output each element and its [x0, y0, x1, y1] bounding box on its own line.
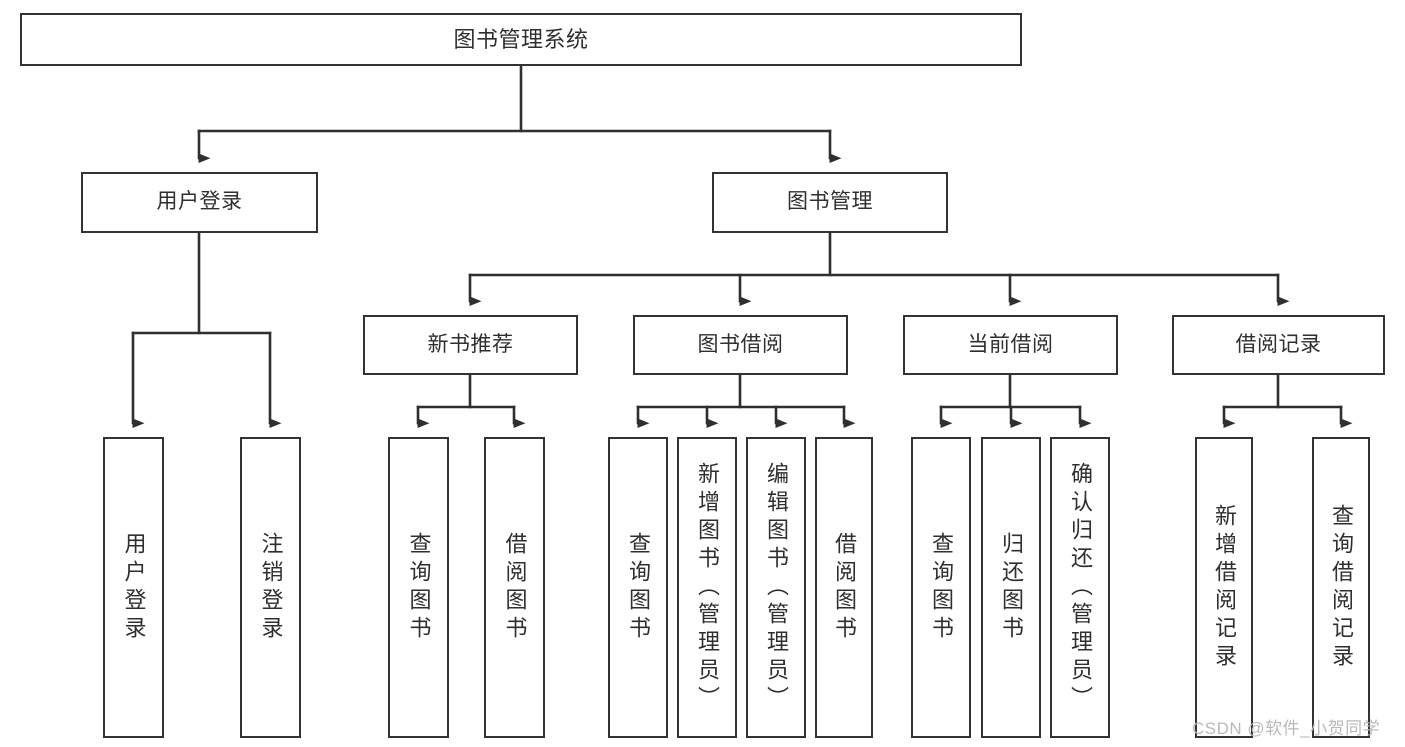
node-label: 注销登录 [258, 531, 284, 644]
node-label: 查询图书 [626, 531, 651, 644]
leaf-logout-login[interactable]: 注销登录 [240, 437, 301, 738]
node-book-borrow[interactable]: 图书借阅 [633, 315, 848, 375]
node-user-login[interactable]: 用户登录 [81, 172, 318, 233]
leaf-edit-book-admin[interactable]: 编辑图书（管理员） [746, 437, 806, 738]
node-label: 新增图书（管理员） [695, 461, 720, 714]
leaf-query-borrow-record[interactable]: 查询借阅记录 [1312, 437, 1370, 738]
csdn-watermark: CSDN @软件_小贺同学 [1192, 719, 1381, 738]
node-label: 查询借阅记录 [1329, 503, 1354, 672]
leaf-borrow-book[interactable]: 借阅图书 [815, 437, 873, 738]
leaf-add-book-admin[interactable]: 新增图书（管理员） [677, 437, 737, 738]
node-book-management[interactable]: 图书管理 [712, 172, 948, 233]
node-label: 确认归还（管理员） [1068, 461, 1093, 714]
node-label: 编辑图书（管理员） [764, 461, 789, 714]
node-label: 查询图书 [406, 531, 432, 644]
node-label: 查询图书 [929, 531, 954, 644]
node-root-system[interactable]: 图书管理系统 [20, 13, 1022, 66]
node-label: 新增借阅记录 [1212, 503, 1237, 672]
node-borrow-record[interactable]: 借阅记录 [1172, 315, 1385, 375]
leaf-query-book-recommend[interactable]: 查询图书 [388, 437, 449, 738]
node-label: 归还图书 [999, 531, 1024, 644]
node-label: 当前借阅 [967, 332, 1054, 356]
node-label: 借阅记录 [1235, 332, 1322, 356]
node-label: 借阅图书 [502, 531, 528, 644]
node-label: 图书管理系统 [453, 26, 589, 52]
node-label: 图书管理 [787, 190, 873, 214]
node-label: 新书推荐 [427, 332, 514, 356]
leaf-confirm-return-admin[interactable]: 确认归还（管理员） [1050, 437, 1110, 738]
node-new-book-recommend[interactable]: 新书推荐 [363, 315, 578, 375]
leaf-borrow-book-recommend[interactable]: 借阅图书 [484, 437, 545, 738]
leaf-query-book-current[interactable]: 查询图书 [911, 437, 971, 738]
leaf-add-borrow-record[interactable]: 新增借阅记录 [1195, 437, 1253, 738]
node-label: 图书借阅 [697, 332, 784, 356]
leaf-return-book[interactable]: 归还图书 [981, 437, 1041, 738]
leaf-query-book-borrow[interactable]: 查询图书 [608, 437, 668, 738]
node-label: 用户登录 [121, 531, 147, 644]
node-label: 用户登录 [156, 190, 243, 214]
node-label: 借阅图书 [832, 531, 857, 644]
node-current-borrow[interactable]: 当前借阅 [903, 315, 1118, 375]
leaf-user-login[interactable]: 用户登录 [103, 437, 164, 738]
